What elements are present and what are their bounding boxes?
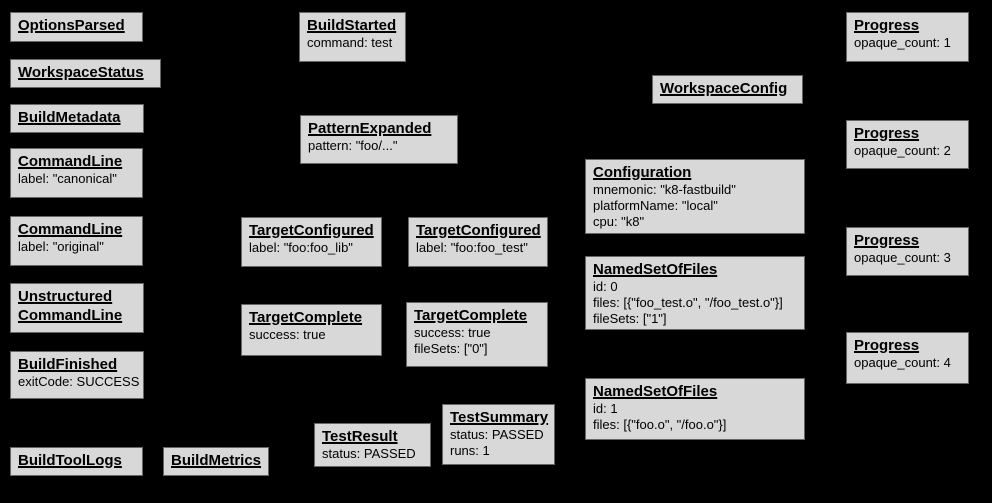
node-field: success: true [249, 327, 326, 342]
node-target-configured-foo-lib: TargetConfigured label: "foo:foo_lib" [241, 217, 382, 267]
node-field: label: "foo:foo_lib" [249, 240, 353, 255]
node-build-metrics: BuildMetrics [163, 447, 269, 476]
node-field: label: "foo:foo_test" [416, 240, 528, 255]
node-title: Configuration [593, 164, 692, 181]
node-field: fileSets: ["1"] [593, 311, 667, 326]
node-title: CommandLine [18, 153, 123, 170]
node-title: TargetComplete [414, 307, 528, 324]
node-field: files: [{"foo_test.o", "/foo_test.o"}] [593, 295, 783, 310]
node-title: NamedSetOfFiles [593, 261, 718, 278]
node-target-configured-foo-test: TargetConfigured label: "foo:foo_test" [408, 217, 548, 267]
node-field: opaque_count: 2 [854, 143, 951, 158]
node-command-line-original: CommandLine label: "original" [10, 216, 143, 266]
node-title: Progress [854, 125, 920, 142]
node-field: fileSets: ["0"] [414, 341, 488, 356]
node-test-summary: TestSummary status: PASSED runs: 1 [442, 404, 555, 465]
node-progress-4: Progress opaque_count: 4 [846, 332, 969, 384]
node-target-complete-foo-lib: TargetComplete success: true [241, 304, 382, 356]
node-field: status: PASSED [450, 427, 544, 442]
node-field: id: 0 [593, 279, 618, 294]
node-title: TestSummary [450, 409, 549, 426]
node-progress-1: Progress opaque_count: 1 [846, 12, 969, 62]
node-title: NamedSetOfFiles [593, 383, 718, 400]
node-title: Progress [854, 337, 920, 354]
node-title: BuildMetrics [171, 452, 262, 469]
node-title: TargetComplete [249, 309, 363, 326]
node-progress-2: Progress opaque_count: 2 [846, 120, 969, 169]
node-field: label: "original" [18, 239, 104, 254]
node-title: WorkspaceStatus [18, 64, 144, 81]
node-field: opaque_count: 1 [854, 35, 951, 50]
node-unstructured-command-line: Unstructured CommandLine [10, 283, 144, 333]
node-field: cpu: "k8" [593, 214, 645, 229]
node-title: PatternExpanded [308, 120, 432, 137]
node-title: Unstructured CommandLine [18, 288, 123, 324]
node-target-complete-foo-test: TargetComplete success: true fileSets: [… [406, 302, 548, 367]
node-title: BuildFinished [18, 356, 118, 373]
node-build-started: BuildStarted command: test [299, 12, 406, 62]
node-title: BuildStarted [307, 17, 397, 34]
node-field: success: true [414, 325, 491, 340]
node-field: label: "canonical" [18, 171, 117, 186]
node-field: files: [{"foo.o", "/foo.o"}] [593, 417, 727, 432]
node-field: opaque_count: 3 [854, 250, 951, 265]
node-field: command: test [307, 35, 393, 50]
node-pattern-expanded: PatternExpanded pattern: "foo/..." [300, 115, 458, 164]
node-field: id: 1 [593, 401, 618, 416]
node-named-set-of-files-0: NamedSetOfFiles id: 0 files: [{"foo_test… [585, 256, 805, 330]
node-options-parsed: OptionsParsed [10, 12, 143, 42]
node-workspace-config: WorkspaceConfig [652, 75, 803, 104]
node-build-tool-logs: BuildToolLogs [10, 447, 143, 476]
node-title: BuildToolLogs [18, 452, 122, 469]
node-field: runs: 1 [450, 443, 490, 458]
node-field: status: PASSED [322, 446, 416, 461]
node-field: mnemonic: "k8-fastbuild" [593, 182, 736, 197]
node-title: BuildMetadata [18, 109, 121, 126]
node-title: TestResult [322, 428, 398, 445]
node-field: exitCode: SUCCESS [18, 374, 140, 389]
node-workspace-status: WorkspaceStatus [10, 59, 161, 88]
node-title: WorkspaceConfig [660, 80, 788, 97]
node-title: Progress [854, 17, 920, 34]
node-test-result: TestResult status: PASSED [314, 423, 431, 467]
node-field: platformName: "local" [593, 198, 718, 213]
node-title: CommandLine [18, 221, 123, 238]
node-title: TargetConfigured [249, 222, 374, 239]
node-command-line-canonical: CommandLine label: "canonical" [10, 148, 143, 198]
node-build-finished: BuildFinished exitCode: SUCCESS [10, 351, 144, 399]
node-configuration: Configuration mnemonic: "k8-fastbuild" p… [585, 159, 805, 234]
node-progress-3: Progress opaque_count: 3 [846, 227, 969, 276]
node-field: opaque_count: 4 [854, 355, 951, 370]
node-title: Progress [854, 232, 920, 249]
node-title: OptionsParsed [18, 17, 125, 34]
node-build-metadata: BuildMetadata [10, 104, 144, 133]
node-field: pattern: "foo/..." [308, 138, 398, 153]
node-title: TargetConfigured [416, 222, 541, 239]
node-named-set-of-files-1: NamedSetOfFiles id: 1 files: [{"foo.o", … [585, 378, 805, 440]
